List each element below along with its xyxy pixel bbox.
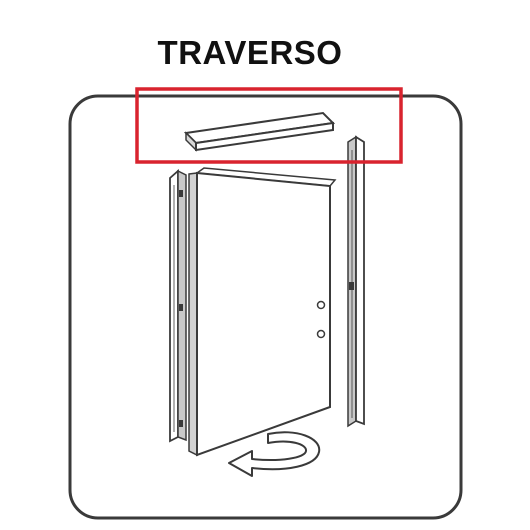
traverso-highlight-box xyxy=(135,87,403,164)
rotation-arrow-icon xyxy=(228,431,321,477)
diagram-title: TRAVERSO xyxy=(157,34,343,71)
right-jamb-icon xyxy=(347,135,365,428)
outer-frame xyxy=(68,94,463,520)
left-jamb-icon xyxy=(169,169,187,443)
traverso-crossbar-icon xyxy=(183,111,336,152)
door-leaf-icon xyxy=(188,167,337,457)
